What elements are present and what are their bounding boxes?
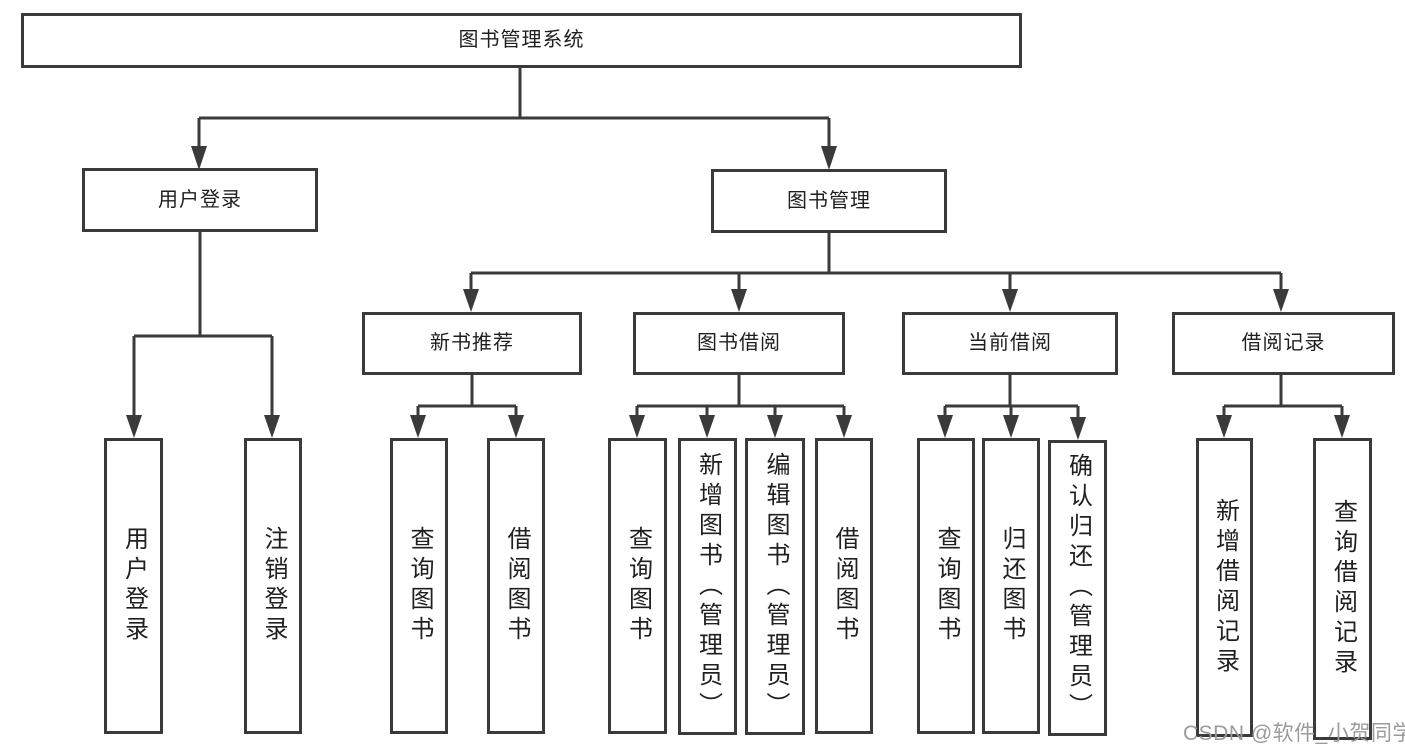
arrow-down-icon	[731, 289, 747, 312]
arrow-down-icon	[836, 415, 852, 438]
leaf-logout: 注销登录	[244, 438, 302, 734]
leaf-return-books: 归还图书	[982, 438, 1040, 734]
arrow-down-icon	[1002, 289, 1018, 312]
leaf-add-books-admin: 新增图书（管理员）	[678, 438, 737, 735]
leaf-confirm-return-admin: 确认归还（管理员）	[1048, 440, 1107, 736]
arrow-down-icon	[410, 415, 426, 438]
leaf-query-books-borrow: 查询图书	[608, 438, 667, 734]
arrow-down-icon	[699, 415, 715, 438]
arrow-down-icon	[191, 146, 207, 170]
node-system-root: 图书管理系统	[21, 13, 1022, 68]
connector-current-borrow	[937, 375, 1086, 440]
leaf-edit-books-admin: 编辑图书（管理员）	[745, 438, 805, 735]
connector-borrow-records	[1216, 375, 1350, 438]
node-label: 用户登录	[120, 526, 148, 646]
arrow-down-icon	[821, 146, 837, 170]
arrow-down-icon	[629, 415, 645, 438]
node-label: 用户登录	[158, 188, 242, 211]
arrow-down-icon	[508, 415, 524, 438]
node-label: 图书管理	[787, 189, 871, 212]
node-label: 图书借阅	[697, 332, 781, 354]
node-new-book-recommend: 新书推荐	[362, 312, 582, 375]
node-label: 查询图书	[933, 526, 960, 646]
connector-new-book-recommend	[410, 375, 524, 438]
arrow-down-icon	[1003, 415, 1019, 438]
leaf-add-borrow-record: 新增借阅记录	[1196, 438, 1253, 737]
leaf-query-borrow-record: 查询借阅记录	[1313, 438, 1372, 740]
node-label: 注销登录	[260, 526, 287, 646]
connector-root	[191, 68, 837, 170]
node-label: 归还图书	[998, 526, 1025, 646]
node-label: 借阅记录	[1241, 332, 1326, 354]
node-current-borrow: 当前借阅	[902, 312, 1118, 375]
arrow-down-icon	[463, 289, 479, 312]
arrow-down-icon	[1216, 415, 1232, 438]
node-label: 查询借阅记录	[1329, 499, 1357, 679]
node-label: 图书管理系统	[458, 29, 585, 51]
leaf-query-books-current: 查询图书	[917, 438, 975, 734]
leaf-query-books-recommend: 查询图书	[390, 438, 448, 734]
node-label: 借阅图书	[831, 526, 858, 646]
leaf-borrow-books: 借阅图书	[815, 438, 873, 734]
connector-book-management	[463, 232, 1289, 312]
node-label: 当前借阅	[968, 332, 1052, 354]
arrow-down-icon	[264, 415, 280, 438]
node-book-borrow: 图书借阅	[633, 312, 845, 375]
node-label: 借阅图书	[503, 526, 530, 646]
arrow-down-icon	[126, 415, 142, 438]
arrow-down-icon	[767, 415, 783, 438]
node-book-management: 图书管理	[711, 169, 947, 233]
arrow-down-icon	[1334, 415, 1350, 438]
node-label: 查询图书	[624, 526, 652, 646]
leaf-borrow-books-recommend: 借阅图书	[487, 438, 545, 734]
leaf-user-login: 用户登录	[104, 438, 163, 734]
node-label: 确认归还（管理员）	[1064, 453, 1092, 723]
node-label: 编辑图书（管理员）	[762, 451, 789, 722]
node-user-login: 用户登录	[82, 168, 318, 232]
connector-book-borrow	[629, 375, 852, 438]
node-label: 新增图书（管理员）	[694, 451, 722, 722]
arrow-down-icon	[1070, 417, 1086, 440]
node-label: 新书推荐	[430, 332, 514, 354]
node-label: 查询图书	[406, 526, 433, 646]
arrow-down-icon	[1273, 289, 1289, 312]
node-borrow-records: 借阅记录	[1172, 312, 1395, 375]
csdn-watermark: CSDN @软件_小贺同学	[1183, 722, 1405, 745]
connector-user-login	[126, 232, 280, 438]
node-label: 新增借阅记录	[1211, 497, 1239, 678]
arrow-down-icon	[937, 415, 953, 438]
